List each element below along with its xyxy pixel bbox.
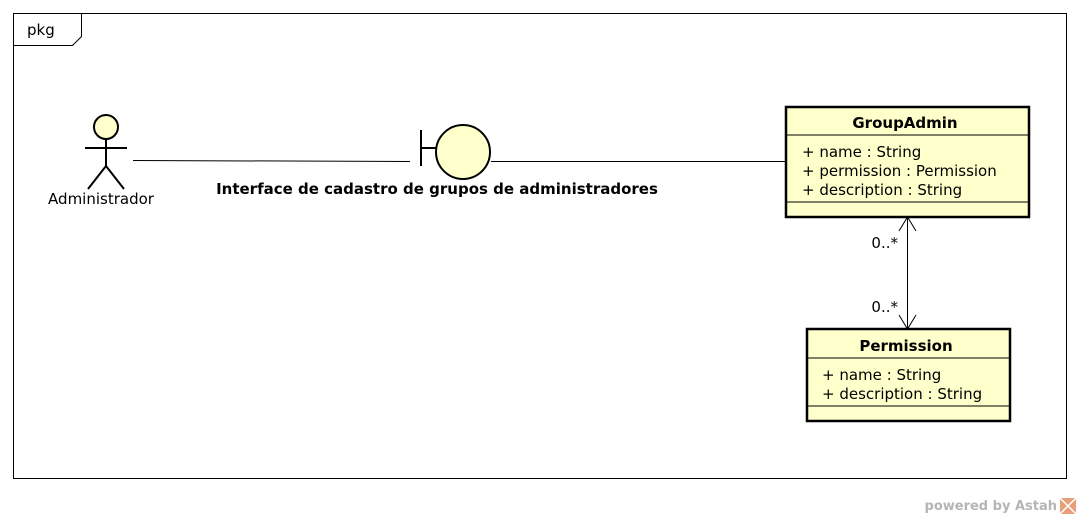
actor-right-leg [105,165,125,190]
class-groupadmin-attribute: + name : String [802,143,921,161]
class-groupadmin-attribute: + permission : Permission [802,162,997,180]
class-permission-attribute: + name : String [822,366,941,384]
class-groupadmin-name: GroupAdmin [852,114,957,132]
boundary-circle [435,124,491,180]
association-groupadmin-permission[interactable]: 0..* 0..* [871,216,917,330]
class-permission[interactable]: Permission + name : String + description… [805,327,1012,423]
boundary-interface[interactable]: Interface de cadastro de grupos de admin… [216,124,658,198]
class-groupadmin-box [784,105,1031,219]
boundary-name: Interface de cadastro de grupos de admin… [216,180,658,198]
multiplicity-bottom: 0..* [871,298,898,316]
actor-head [93,114,119,140]
multiplicity-top: 0..* [871,234,898,252]
actor-administrador[interactable]: Administrador [48,114,155,208]
class-groupadmin-attribute: + description : String [802,181,962,199]
arrow-head-up-icon [898,216,917,232]
package-tab [13,13,82,46]
class-permission-attribute: + description : String [822,385,982,403]
class-permission-name: Permission [859,337,952,355]
watermark-text: powered by Astah [925,499,1057,514]
class-groupadmin[interactable]: GroupAdmin + name : String + permission … [784,105,1031,219]
actor-left-leg [87,165,107,190]
actor-name: Administrador [48,190,155,208]
actor-boundary-link [132,160,411,162]
astah-logo-icon [1059,497,1077,515]
package-label: pkg [27,21,55,39]
